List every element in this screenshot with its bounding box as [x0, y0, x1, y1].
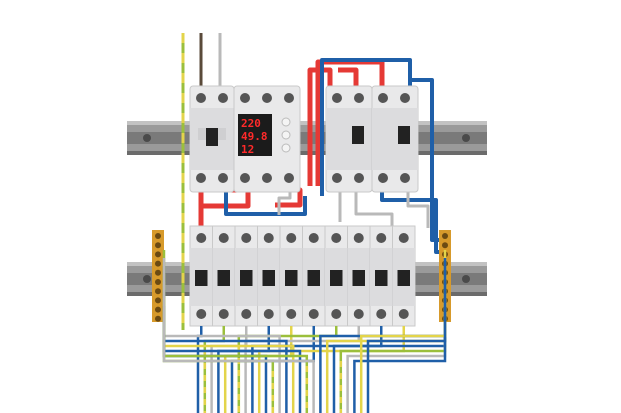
breaker-4-toggle[interactable] [262, 270, 276, 286]
circuit-breaker-4 [257, 225, 281, 327]
voltage-frequency-current-meter: 220 49.8 12 [233, 85, 301, 193]
earth-terminal-bar [152, 230, 164, 322]
meter-display [238, 114, 272, 156]
circuit-breaker-1 [189, 225, 213, 327]
main-switch [189, 85, 235, 193]
breaker-5-toggle[interactable] [285, 270, 298, 286]
meter-button-1[interactable] [281, 117, 291, 127]
rcd-2-toggle[interactable] [398, 126, 410, 144]
circuit-breaker-5 [279, 225, 303, 327]
circuit-breaker-2 [212, 225, 236, 327]
circuit-breaker-9 [369, 225, 393, 327]
breaker-2-toggle[interactable] [217, 270, 231, 286]
circuit-breaker-3 [234, 225, 258, 327]
rcd-breaker-1 [325, 85, 373, 193]
rcd-1-toggle[interactable] [352, 126, 364, 144]
breaker-6-toggle[interactable] [307, 270, 321, 286]
outgoing-cables [162, 250, 447, 413]
voltage-readout: 220 [241, 117, 261, 130]
circuit-breaker-10 [392, 225, 416, 327]
rcd-breaker-2 [371, 85, 419, 193]
meter-button-3[interactable] [281, 143, 291, 153]
circuit-breaker-row [189, 225, 416, 327]
circuit-breaker-7 [324, 225, 348, 327]
breaker-3-toggle[interactable] [240, 270, 253, 286]
circuit-breaker-8 [347, 225, 371, 327]
circuit-breaker-6 [302, 225, 326, 327]
breaker-9-toggle[interactable] [375, 270, 388, 286]
breaker-10-toggle[interactable] [397, 270, 411, 286]
breaker-8-toggle[interactable] [352, 270, 366, 286]
breaker-1-toggle[interactable] [195, 270, 208, 286]
meter-button-2[interactable] [281, 130, 291, 140]
supply-wires [181, 33, 222, 330]
current-readout: 12 [241, 143, 254, 156]
breaker-7-toggle[interactable] [330, 270, 343, 286]
frequency-readout: 49.8 [241, 130, 268, 143]
neutral-wires [224, 58, 440, 254]
